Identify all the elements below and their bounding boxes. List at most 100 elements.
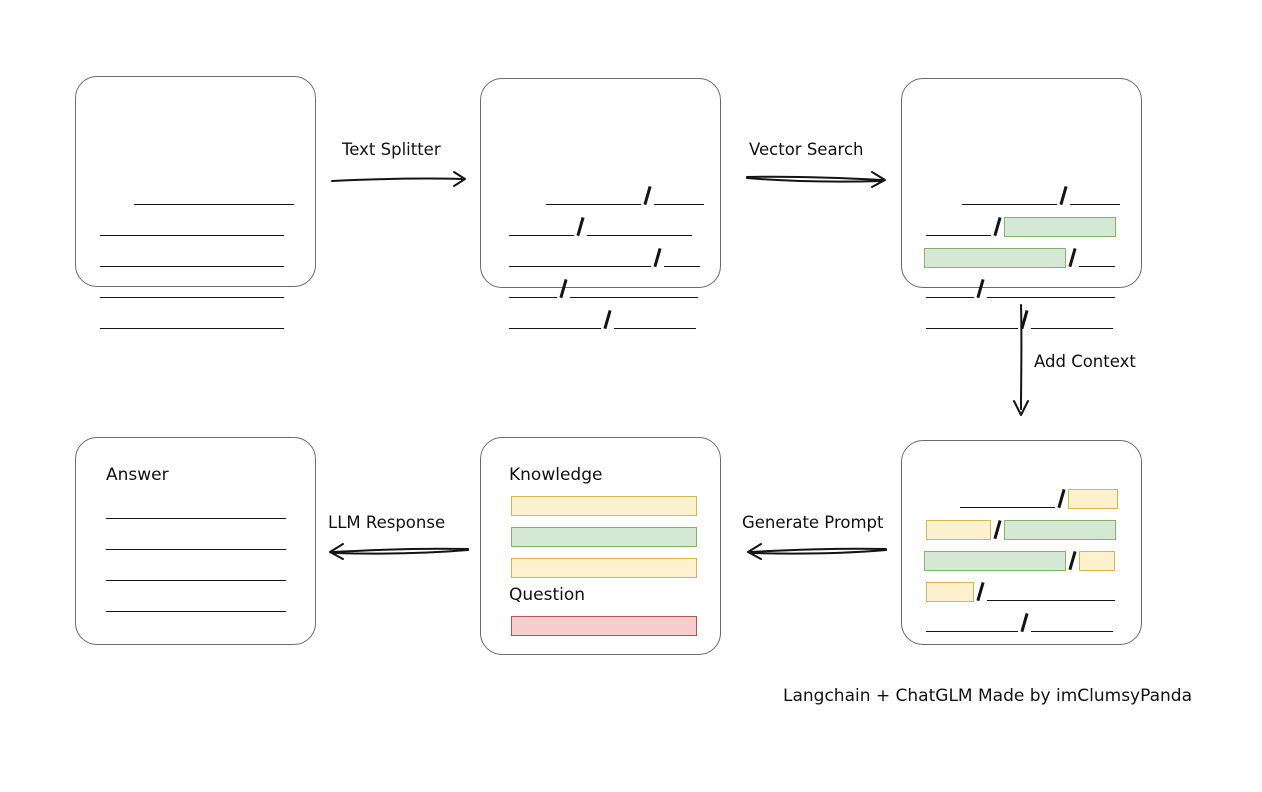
line-segment [962, 190, 1057, 205]
line-segment [1031, 617, 1113, 632]
doc-line [509, 216, 692, 236]
line-segment [926, 283, 974, 298]
highlight-chip-green [924, 551, 1066, 571]
slash-separator-icon [557, 279, 570, 298]
slash-separator-icon [1066, 551, 1079, 570]
line-segment [100, 283, 284, 298]
split-chunks-lines [481, 79, 720, 329]
arrow-right-icon [746, 171, 886, 188]
node-prompt[interactable]: Knowledge Question [480, 437, 721, 655]
edge-label-add-context: Add Context [1034, 352, 1136, 371]
edge-llm-response: LLM Response [320, 513, 470, 565]
line-segment [664, 252, 700, 267]
node-answer[interactable]: Answer [75, 437, 316, 645]
slash-separator-icon [574, 217, 587, 236]
line-segment [587, 221, 692, 236]
doc-line [509, 278, 698, 298]
slash-separator-icon [601, 310, 614, 329]
doc-line [924, 247, 1115, 268]
node-matched-chunks[interactable] [901, 78, 1142, 329]
knowledge-bar [511, 496, 697, 516]
edge-generate-prompt: Generate Prompt [738, 513, 888, 565]
knowledge-bar [511, 558, 697, 578]
footer-credit: Langchain + ChatGLM Made by imClumsyPand… [783, 686, 1192, 706]
doc-line [926, 519, 1116, 540]
highlight-chip-green [1004, 217, 1116, 237]
node-split-chunks[interactable] [480, 78, 721, 329]
highlight-chip-yellow [1068, 489, 1118, 509]
line-segment [614, 314, 696, 329]
highlight-chip-yellow [926, 520, 991, 540]
arrow-down-icon [1013, 304, 1029, 416]
line-segment [960, 493, 1055, 508]
arrow-right-icon [331, 171, 466, 187]
line-segment [509, 314, 601, 329]
slash-separator-icon [641, 186, 654, 205]
answer-line [106, 518, 286, 519]
node-source-document[interactable] [75, 76, 316, 329]
answer-line [106, 580, 286, 581]
edge-label-generate-prompt: Generate Prompt [742, 513, 884, 532]
slash-separator-icon [1018, 613, 1031, 632]
line-segment [509, 283, 557, 298]
edge-label-text-splitter: Text Splitter [342, 140, 441, 159]
line-segment [926, 314, 1018, 329]
doc-line [926, 309, 1113, 329]
answer-line [106, 611, 286, 612]
doc-line [962, 185, 1120, 205]
doc-line [100, 216, 284, 236]
context-chunks-lines [902, 441, 1141, 644]
highlight-chip-green [1004, 520, 1116, 540]
slash-separator-icon [991, 520, 1004, 539]
doc-line [926, 581, 1115, 602]
doc-line [926, 612, 1113, 632]
line-segment [546, 190, 641, 205]
edge-label-llm-response: LLM Response [328, 513, 446, 532]
line-segment [926, 617, 1018, 632]
line-segment [654, 190, 704, 205]
node-context-chunks[interactable] [901, 440, 1142, 645]
line-segment [509, 221, 574, 236]
doc-line [926, 216, 1116, 237]
doc-line [100, 278, 284, 298]
highlight-chip-green [924, 248, 1066, 268]
slash-separator-icon [1066, 248, 1079, 267]
doc-line [509, 309, 696, 329]
line-segment [926, 221, 991, 236]
line-segment [1031, 314, 1113, 329]
question-label: Question [509, 585, 586, 605]
edge-vector-search: Vector Search [745, 140, 890, 192]
doc-line [960, 488, 1118, 509]
highlight-chip-yellow [926, 582, 974, 602]
line-segment [987, 586, 1115, 601]
answer-line [106, 549, 286, 550]
edge-label-vector-search: Vector Search [749, 140, 864, 159]
arrow-left-icon [747, 543, 887, 560]
doc-line [100, 309, 284, 329]
slash-separator-icon [974, 582, 987, 601]
line-segment [1070, 190, 1120, 205]
question-bar [511, 616, 697, 636]
line-segment [134, 190, 294, 205]
matched-chunks-lines [902, 79, 1141, 329]
slash-separator-icon [991, 217, 1004, 236]
line-segment [100, 221, 284, 236]
line-segment [100, 314, 284, 329]
answer-label: Answer [106, 465, 169, 485]
line-segment [1079, 252, 1115, 267]
line-segment [987, 283, 1115, 298]
doc-line [100, 247, 284, 267]
line-segment [509, 252, 651, 267]
doc-line [509, 247, 700, 267]
doc-line [924, 550, 1115, 571]
slash-separator-icon [1055, 489, 1068, 508]
doc-line [926, 278, 1115, 298]
knowledge-label: Knowledge [509, 465, 603, 485]
doc-line [134, 185, 294, 205]
highlight-chip-yellow [1079, 551, 1115, 571]
line-segment [570, 283, 698, 298]
slash-separator-icon [651, 248, 664, 267]
source-document-lines [76, 77, 315, 329]
slash-separator-icon [974, 279, 987, 298]
